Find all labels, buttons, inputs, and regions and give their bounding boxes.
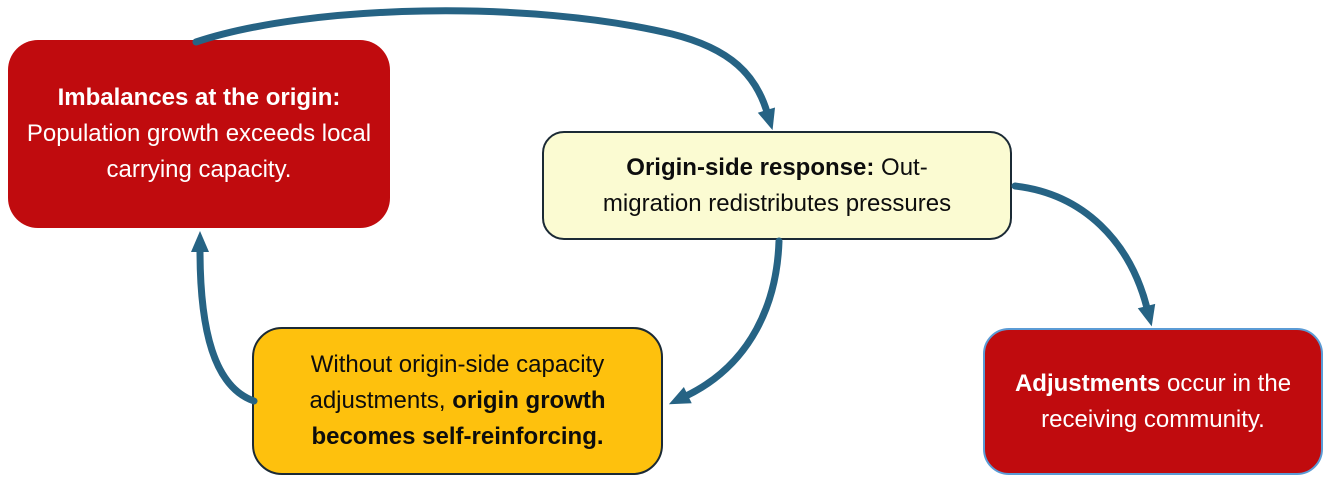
arrow-response-to-self-reinforcing-icon <box>668 237 783 405</box>
arrow-self-reinforcing-to-origin-icon <box>191 231 258 405</box>
node-imbalances-origin-text: Imbalances at the origin: Population gro… <box>26 84 372 183</box>
node-origin-side-response-text: Origin-side response: Out-migration redi… <box>602 153 952 217</box>
node-receiving-adjustments-text: Adjustments occur in the receiving commu… <box>1014 369 1292 433</box>
node-self-reinforcing-text: Without origin-side capacity adjustments… <box>309 351 606 450</box>
arrow-response-to-receiving-icon <box>1011 182 1156 327</box>
node-origin-side-response: Origin-side response: Out-migration redi… <box>542 131 1012 240</box>
node-imbalances-origin: Imbalances at the origin: Population gro… <box>8 40 390 228</box>
node-self-reinforcing: Without origin-side capacity adjustments… <box>252 327 663 475</box>
node-receiving-adjustments: Adjustments occur in the receiving commu… <box>983 328 1323 475</box>
